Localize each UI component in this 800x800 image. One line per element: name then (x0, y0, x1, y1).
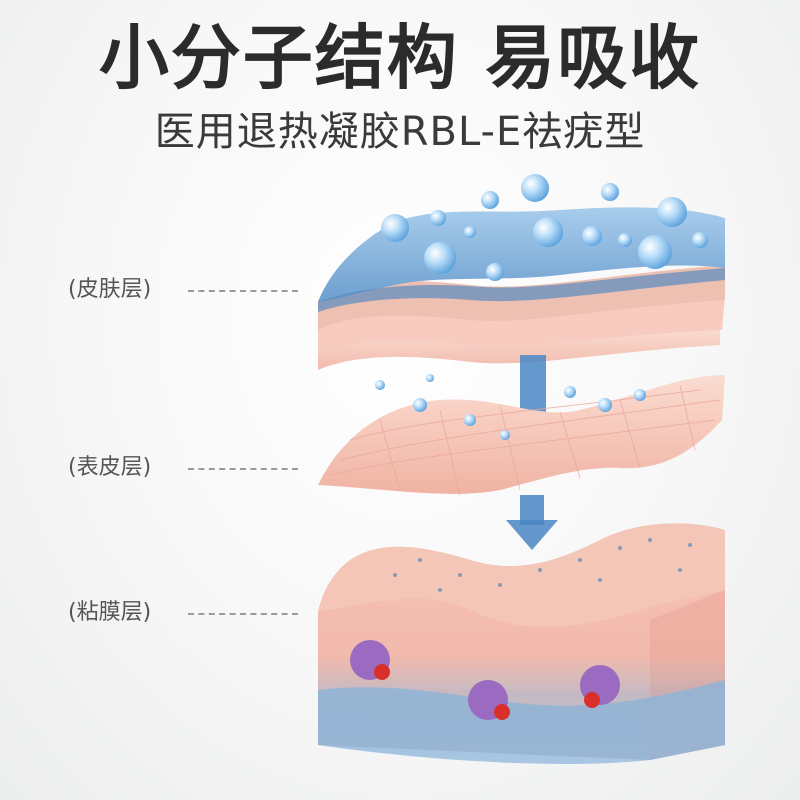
skin-layer-sheet (318, 207, 725, 370)
epidermis-layer-leader-line (188, 468, 298, 470)
skin-layer-leader-line (188, 290, 298, 292)
virus-icon (468, 680, 510, 720)
epidermis-layer-sheet (318, 374, 725, 496)
product-subtitle: 医用退热凝胶RBL-E祛疣型 (154, 109, 646, 155)
skin-layer-label: (皮肤层) (68, 277, 152, 302)
epidermis-layer-label: (表皮层) (68, 455, 152, 480)
mucosa-layer-leader-line (188, 613, 298, 615)
down-arrow-icon (506, 495, 558, 550)
virus-icon (350, 640, 390, 680)
mucosa-layer-label: (粘膜层) (68, 600, 152, 625)
mucosa-layer-block (318, 523, 725, 765)
gel-droplet-icon (381, 174, 708, 281)
headline: 小分子结构 易吸收 (98, 17, 702, 99)
virus-icon (580, 665, 620, 708)
